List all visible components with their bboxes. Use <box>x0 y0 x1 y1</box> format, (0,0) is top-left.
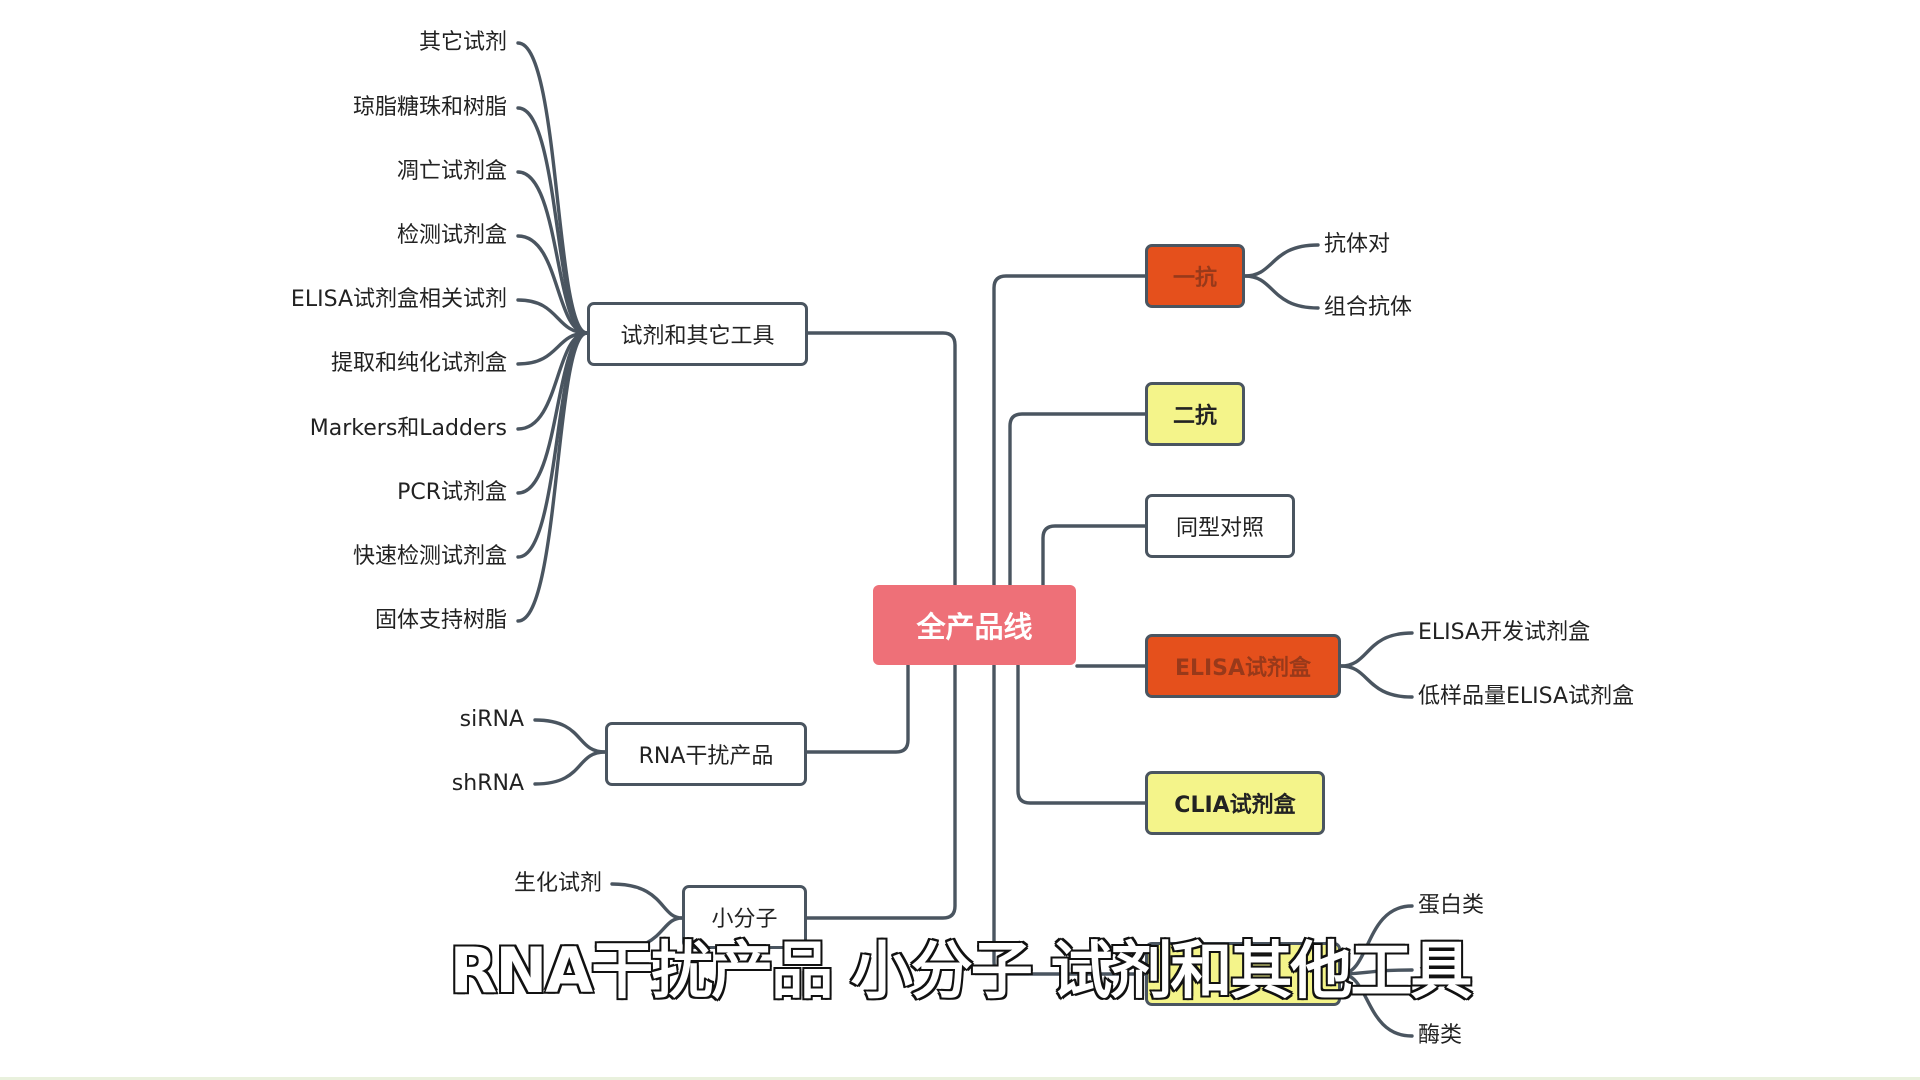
edge-reagents-leaf-3 <box>516 234 589 335</box>
leaf-pcr-kit[interactable]: PCR试剂盒 <box>397 480 507 505</box>
leaf-other-reagents[interactable]: 其它试剂 <box>418 30 507 55</box>
leaf-elisa-development-kit[interactable]: ELISA开发试剂盒 <box>1418 620 1591 645</box>
edge-reagents-leaf-4 <box>516 298 589 335</box>
leaf-proteins[interactable]: 蛋白类 <box>1418 893 1485 918</box>
edge-root-isotype <box>1041 524 1147 587</box>
edge-root-protein <box>992 663 1147 976</box>
leaf-biochemical-reagent[interactable]: 生化试剂 <box>513 871 602 896</box>
edge-reagents-leaf-1 <box>516 106 589 335</box>
edge-smallmol-leaf-1 <box>610 916 684 952</box>
leaf-combined-antibody[interactable]: 组合抗体 <box>1324 295 1413 320</box>
edge-root-smallmol <box>805 663 957 920</box>
leaf-detection-kit[interactable]: 检测试剂盒 <box>396 223 507 248</box>
branch-small-molecule[interactable]: 小分子 <box>682 885 807 949</box>
edge-protein-leaf-0 <box>1339 904 1414 976</box>
leaf-markers-ladders[interactable]: Markers和Ladders <box>309 416 507 441</box>
branch-elisa-kit[interactable]: ELISA试剂盒 <box>1145 634 1341 698</box>
leaf-extraction-kit[interactable]: 提取和纯化试剂盒 <box>330 351 507 376</box>
edge-protein-leaf-2 <box>1339 972 1414 1038</box>
edge-elisa-leaf-0 <box>1339 631 1414 668</box>
branch-reagents[interactable]: 试剂和其它工具 <box>587 302 808 366</box>
leaf-rapid-test-kit[interactable]: 快速检测试剂盒 <box>352 544 507 569</box>
edge-reagents-leaf-8 <box>516 331 589 559</box>
edge-protein-leaf-1 <box>1339 968 1414 976</box>
leaf-agarose-beads[interactable]: 琼脂糖珠和树脂 <box>352 95 507 120</box>
leaf-sirna[interactable]: siRNA <box>459 707 524 732</box>
edge-root-clia <box>1016 663 1147 805</box>
leaf-low-volume-elisa-kit[interactable]: 低样品量ELISA试剂盒 <box>1418 684 1635 709</box>
edge-root-reagents <box>806 331 957 587</box>
branch-isotype-control[interactable]: 同型对照 <box>1145 494 1295 558</box>
leaf-shrna[interactable]: shRNA <box>451 771 524 796</box>
leaf-enzymes[interactable]: 酶类 <box>1418 1023 1463 1048</box>
leaf-apoptosis-kit[interactable]: 凋亡试剂盒 <box>396 159 507 184</box>
root-node[interactable]: 全产品线 <box>873 585 1076 665</box>
leaf-elisa-related[interactable]: ELISA试剂盒相关试剂 <box>290 287 507 312</box>
video-subtitle: RNA干扰产品 小分子 试剂和其他工具 <box>448 933 1474 1009</box>
edge-rnai-leaf-0 <box>533 718 607 754</box>
edge-root-rnai <box>805 663 910 754</box>
branch-rnai[interactable]: RNA干扰产品 <box>605 722 807 786</box>
edge-rnai-leaf-1 <box>533 750 607 786</box>
edge-primary-leaf-0 <box>1243 243 1320 278</box>
branch-clia-kit[interactable]: CLIA试剂盒 <box>1145 771 1325 835</box>
edge-reagents-leaf-2 <box>516 170 589 335</box>
edge-primary-leaf-1 <box>1243 274 1320 310</box>
branch-primary-antibody[interactable]: 一抗 <box>1145 244 1245 308</box>
edge-elisa-leaf-1 <box>1339 664 1414 699</box>
branch-secondary-antibody[interactable]: 二抗 <box>1145 382 1245 446</box>
leaf-antibody-pair[interactable]: 抗体对 <box>1324 232 1391 257</box>
bottom-edge-band <box>0 1077 1920 1080</box>
edge-reagents-leaf-9 <box>516 331 589 623</box>
edge-root-secondary <box>1008 412 1147 587</box>
branch-protein[interactable] <box>1145 942 1341 1006</box>
edge-smallmol-leaf-0 <box>610 882 684 920</box>
leaf-solid-support-resin[interactable]: 固体支持树脂 <box>374 608 507 633</box>
edge-root-primary <box>992 274 1147 587</box>
leaf-peptides[interactable]: 多 <box>1418 957 1441 982</box>
